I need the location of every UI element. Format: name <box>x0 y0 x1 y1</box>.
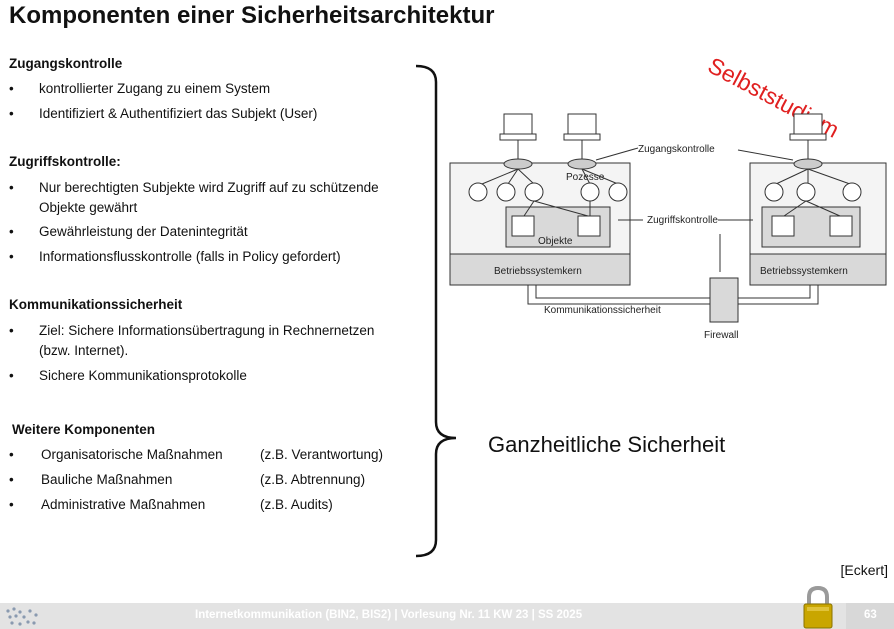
curly-brace-icon <box>415 64 457 558</box>
citation: [Eckert] <box>840 562 888 578</box>
diagram-label-objekte: Objekte <box>538 236 573 247</box>
list-item-text: Nur berechtigten Subjekte wird Zugriff a… <box>39 180 379 195</box>
bullet-icon: • <box>9 106 14 121</box>
list-item: • Organisatorische Maßnahmen (z.B. Veran… <box>9 445 419 465</box>
list-item-text: Administrative Maßnahmen <box>41 497 206 512</box>
diagram-label-zugriffskontrolle: Zugriffskontrolle <box>647 215 718 226</box>
diagram-label-zugangskontrolle: Zugangskontrolle <box>638 144 715 155</box>
list-item-text: Gewährleistung der Datenintegrität <box>39 224 248 239</box>
list-item: • Ziel: Sichere Informationsübertragung … <box>9 321 419 361</box>
bullet-icon: • <box>9 249 14 264</box>
bullet-icon: • <box>9 323 14 338</box>
diagram-label-kommunikation: Kommunikationssicherheit <box>544 305 661 316</box>
list-item-text: Ziel: Sichere Informationsübertragung in… <box>39 323 375 338</box>
bullet-icon: • <box>9 81 14 96</box>
list-item-text: Sichere Kommunikationsprotokolle <box>39 368 247 383</box>
firewall-box <box>709 277 739 323</box>
list-item-text: kontrollierter Zugang zu einem System <box>39 81 271 96</box>
bullet-icon: • <box>9 368 14 383</box>
list-item: • Informationsflusskontrolle (falls in P… <box>9 247 419 267</box>
list-item-text: (bzw. Internet). <box>39 343 129 358</box>
bullet-icon: • <box>9 180 14 195</box>
university-logo-icon <box>6 607 38 626</box>
list-item-text: Organisatorische Maßnahmen <box>41 447 223 462</box>
heading-kommunikationssicherheit: Kommunikationssicherheit <box>9 297 183 312</box>
list-item-example: (z.B. Verantwortung) <box>260 447 384 462</box>
list-item: • Gewährleistung der Datenintegrität <box>9 222 419 242</box>
list-item: • Sichere Kommunikationsprotokolle <box>9 366 419 386</box>
list-item: • Nur berechtigten Subjekte wird Zugriff… <box>9 178 419 218</box>
left-kernel-box <box>449 253 631 286</box>
footer-bar: Internetkommunikation (BIN2, BIS2) | Vor… <box>0 603 894 629</box>
padlock-icon <box>803 585 833 629</box>
security-architecture-diagram: Pozesse Zugangskontrolle Zugriffskontrol… <box>449 113 887 341</box>
heading-weitere-komponenten: Weitere Komponenten <box>12 422 156 437</box>
heading-zugriffskontrolle: Zugriffskontrolle: <box>9 154 121 169</box>
bullet-icon: • <box>9 472 14 487</box>
page-number-box: 63 <box>846 603 894 629</box>
heading-zugangskontrolle: Zugangskontrolle <box>9 56 123 71</box>
bullet-icon: • <box>9 447 14 462</box>
diagram-label-kernel-left: Betriebssystemkern <box>494 266 582 277</box>
page-title: Komponenten einer Sicherheitsarchitektur <box>9 2 495 29</box>
diagram-label-prozesse: Pozesse <box>566 172 605 183</box>
list-item: • Bauliche Maßnahmen (z.B. Abtrennung) <box>9 470 419 490</box>
page-number: 63 <box>864 609 877 621</box>
list-item-text: Bauliche Maßnahmen <box>41 472 173 487</box>
diagram-label-firewall: Firewall <box>704 330 738 341</box>
list-item-text: Informationsflusskontrolle (falls in Pol… <box>39 249 341 264</box>
bullet-icon: • <box>9 224 14 239</box>
list-item: • Administrative Maßnahmen (z.B. Audits) <box>9 495 419 515</box>
footer-text: Internetkommunikation (BIN2, BIS2) | Vor… <box>195 609 583 621</box>
list-item-example: (z.B. Abtrennung) <box>260 472 366 487</box>
list-item: • Identifiziert & Authentifiziert das Su… <box>9 104 419 124</box>
right-kernel-box <box>749 253 887 286</box>
list-item-example: (z.B. Audits) <box>260 497 333 512</box>
list-item: • kontrollierter Zugang zu einem System <box>9 79 419 99</box>
list-item-text: Identifiziert & Authentifiziert das Subj… <box>39 106 318 121</box>
list-item-text: Objekte gewährt <box>39 200 138 215</box>
ganzheitliche-sicherheit-label: Ganzheitliche Sicherheit <box>488 432 726 457</box>
diagram-label-kernel-right: Betriebssystemkern <box>760 266 848 277</box>
bullet-icon: • <box>9 497 14 512</box>
